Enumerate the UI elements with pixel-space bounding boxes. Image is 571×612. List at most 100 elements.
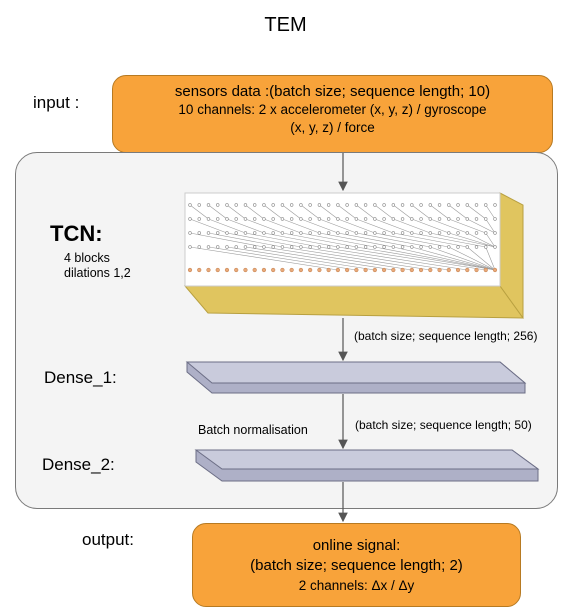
tcn-connection	[393, 204, 412, 220]
tcn-node	[216, 245, 220, 249]
input-line-3: (x, y, z) / force	[290, 120, 375, 135]
tcn-node	[299, 203, 303, 207]
tcn-node	[437, 203, 442, 207]
tcn-connection	[467, 204, 486, 220]
tcn-connection	[393, 218, 431, 234]
tcn-connection	[430, 232, 496, 248]
tcn-node	[317, 245, 322, 249]
tcn-connection	[226, 218, 265, 234]
tcn-node	[243, 267, 248, 273]
tcn-connection	[263, 204, 283, 220]
tcn-node	[400, 217, 405, 221]
tcn-node	[465, 267, 470, 273]
dense-2-top-face	[194, 449, 540, 470]
tcn-node	[326, 245, 331, 249]
tcn-connection	[411, 218, 449, 234]
tcn-node	[493, 245, 497, 249]
tcn-node	[188, 245, 192, 249]
tcn-connection	[393, 246, 496, 271]
input-box: sensors data :(batch size; sequence leng…	[112, 75, 553, 153]
tcn-node	[428, 203, 433, 207]
batch-normalisation-label: Batch normalisation	[198, 423, 308, 437]
tcn-node	[299, 217, 303, 221]
tcn-node	[391, 231, 396, 235]
tcn-node	[345, 245, 349, 249]
tcn-connection	[448, 232, 496, 248]
tcn-node	[317, 267, 322, 273]
tcn-connection	[263, 246, 412, 271]
tcn-node	[372, 267, 377, 273]
tcn-connection	[208, 204, 228, 220]
tcn-connection	[337, 204, 357, 220]
tcn-node	[419, 231, 423, 235]
tcn-node	[271, 245, 275, 249]
tcn-connection	[319, 218, 357, 234]
tcn-node	[428, 231, 433, 235]
tcn-node	[345, 203, 349, 207]
tcn-node	[419, 217, 423, 221]
tcn-node	[465, 231, 469, 235]
tcn-node	[206, 203, 211, 207]
tcn-node	[289, 267, 294, 273]
tcn-node	[446, 267, 451, 273]
tcn-node	[363, 245, 368, 249]
tcn-node	[391, 245, 396, 249]
tcn-node	[206, 217, 211, 221]
tcn-node	[363, 231, 368, 235]
tcn-node	[317, 231, 322, 235]
tcn-connection	[189, 204, 209, 220]
tcn-node	[326, 231, 331, 235]
tcn-connection	[245, 204, 265, 220]
tcn-node	[400, 231, 405, 235]
tcn-node	[483, 267, 488, 273]
tcn-node	[437, 267, 442, 273]
tcn-node	[289, 217, 294, 221]
dense-2-label: Dense_2:	[42, 455, 115, 474]
tcn-node	[261, 267, 267, 273]
tcn-node	[243, 245, 248, 249]
tcn-node	[262, 245, 266, 249]
tcn-node	[280, 217, 285, 221]
tcn-connection	[485, 204, 496, 220]
tcn-node	[243, 217, 248, 221]
tcn-node	[410, 245, 414, 249]
tcn-node	[363, 217, 368, 221]
tcn-node	[308, 231, 312, 235]
tcn-node	[335, 267, 340, 273]
tcn-node	[197, 231, 201, 235]
input-line-1: sensors data :(batch size; sequence leng…	[174, 83, 491, 100]
tcn-node	[215, 267, 220, 273]
tcn-node	[234, 267, 239, 273]
tcn-node	[354, 245, 359, 249]
tcn-connection	[189, 218, 228, 234]
tcn-node	[428, 245, 433, 249]
tcn-connection	[282, 232, 357, 248]
tcn-node	[493, 231, 497, 235]
input-line-2: 10 channels: 2 x accelerometer (x, y, z)…	[178, 102, 487, 117]
dense-1-top-face	[185, 361, 527, 384]
tcn-node	[447, 217, 451, 221]
tcn-node	[262, 217, 266, 221]
tcn-connection	[208, 218, 246, 234]
tcn-blocks: 4 blocks	[64, 251, 110, 265]
tcn-node	[289, 231, 294, 235]
tcn-details: 4 blocks dilations 1,2	[64, 251, 131, 281]
tcn-node	[484, 231, 488, 235]
tcn-node	[271, 203, 275, 207]
tcn-node	[474, 217, 479, 221]
tcn-node	[409, 267, 414, 273]
input-label: input :	[33, 93, 80, 112]
dense-1-label: Dense_1:	[44, 368, 117, 387]
tcn-dilations: dilations 1,2	[64, 266, 131, 280]
tcn-node	[419, 203, 423, 207]
tcn-connection	[374, 246, 496, 271]
tcn-node	[474, 231, 479, 235]
tcn-node	[456, 231, 460, 235]
tcn-node	[455, 267, 461, 273]
tcn-node	[465, 245, 469, 249]
tcn-node	[216, 203, 220, 207]
tcn-node	[234, 245, 238, 249]
tcn-node	[419, 245, 423, 249]
output-box: online signal: (batch size; sequence len…	[192, 523, 521, 607]
tcn-connection	[189, 246, 338, 271]
